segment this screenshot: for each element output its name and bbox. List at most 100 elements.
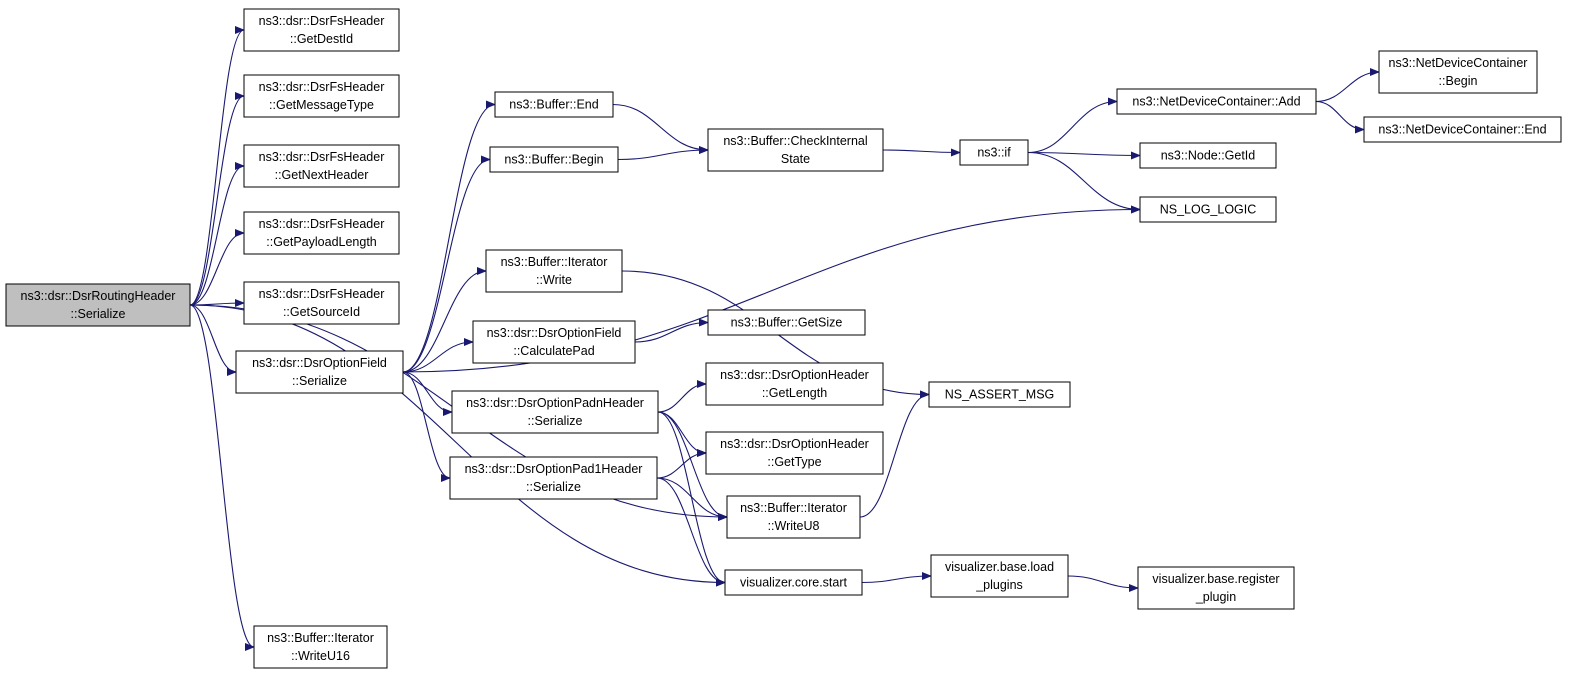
node-getpayloadlength[interactable]: ns3::dsr::DsrFsHeader::GetPayloadLength <box>243 211 400 255</box>
node-label: ns3::dsr::DsrOptionField <box>252 356 387 370</box>
node-label: ns3::Node::GetId <box>1161 149 1256 163</box>
node-box <box>243 144 400 188</box>
edge-optserialize-to-bufbegin <box>402 155 491 373</box>
node-getdestid[interactable]: ns3::dsr::DsrFsHeader::GetDestId <box>243 8 400 52</box>
edge-ndcadd-to-ndcend <box>1315 100 1365 134</box>
call-edges <box>189 26 1380 651</box>
node-calcpad[interactable]: ns3::dsr::DsrOptionField::CalculatePad <box>472 320 636 364</box>
node-box <box>1137 566 1295 610</box>
node-label: ns3::dsr::DsrOptionPad1Header <box>465 462 643 476</box>
node-label: ns3::Buffer::Iterator <box>501 255 608 269</box>
node-label: ::Serialize <box>292 374 347 388</box>
node-getsourceid[interactable]: ns3::dsr::DsrFsHeader::GetSourceId <box>243 281 400 325</box>
edge-pad1ser-to-gettype <box>656 449 707 479</box>
node-label: ::WriteU16 <box>291 649 350 663</box>
edge-bufbegin-to-checkint <box>617 146 709 161</box>
edge-root-to-writeu16 <box>189 304 255 651</box>
edge-padnser-to-writeu8 <box>657 411 728 521</box>
node-ndcend[interactable]: ns3::NetDeviceContainer::End <box>1363 116 1562 143</box>
node-label: ::GetSourceId <box>283 305 360 319</box>
node-box <box>494 91 614 118</box>
edge-root-to-getnextheader <box>189 162 245 306</box>
node-label: ::GetType <box>767 455 821 469</box>
node-box <box>489 146 619 173</box>
node-bufbegin[interactable]: ns3::Buffer::Begin <box>489 146 619 173</box>
edge-optserialize-to-padnser <box>402 371 453 416</box>
node-gettype[interactable]: ns3::dsr::DsrOptionHeader::GetType <box>705 431 884 475</box>
node-box <box>235 350 404 394</box>
node-label: ns3::dsr::DsrOptionField <box>487 326 622 340</box>
edge-optserialize-to-calcpad <box>402 338 474 373</box>
node-label: ns3::dsr::DsrRoutingHeader <box>21 289 176 303</box>
node-getsize[interactable]: ns3::Buffer::GetSize <box>707 309 866 336</box>
edge-pad1ser-to-writeu8 <box>656 477 728 521</box>
node-label: NS_LOG_LOGIC <box>1160 203 1257 217</box>
node-label: _plugins <box>975 578 1023 592</box>
function-nodes: ns3::dsr::DsrRoutingHeader::Serializens3… <box>5 8 1562 669</box>
edge-checkint-to-nsif <box>882 148 961 157</box>
node-nsassert[interactable]: NS_ASSERT_MSG <box>928 381 1071 408</box>
node-label: ns3::dsr::DsrFsHeader <box>259 287 385 301</box>
node-box <box>1139 142 1277 169</box>
node-box <box>707 128 884 172</box>
node-label: ns3::NetDeviceContainer::End <box>1378 123 1546 137</box>
node-itwrite[interactable]: ns3::Buffer::Iterator::Write <box>485 249 623 293</box>
node-getnextheader[interactable]: ns3::dsr::DsrFsHeader::GetNextHeader <box>243 144 400 188</box>
node-nslog[interactable]: NS_LOG_LOGIC <box>1139 196 1277 223</box>
node-label: ::GetNextHeader <box>275 168 369 182</box>
node-label: ns3::NetDeviceContainer::Add <box>1132 95 1300 109</box>
node-label: ::Serialize <box>71 307 126 321</box>
edge-optserialize-to-itwrite <box>402 267 487 373</box>
node-box <box>243 281 400 325</box>
node-box <box>253 625 388 669</box>
node-nodegetid[interactable]: ns3::Node::GetId <box>1139 142 1277 169</box>
edge-loadplugins-to-regplugin <box>1067 575 1139 592</box>
node-getlength[interactable]: ns3::dsr::DsrOptionHeader::GetLength <box>705 362 884 406</box>
node-padnser[interactable]: ns3::dsr::DsrOptionPadnHeader::Serialize <box>451 390 659 434</box>
node-label: ns3::dsr::DsrOptionHeader <box>720 368 869 382</box>
node-label: ns3::Buffer::End <box>509 98 598 112</box>
node-box <box>1139 196 1277 223</box>
node-bufend[interactable]: ns3::Buffer::End <box>494 91 614 118</box>
edge-bufend-to-checkint <box>612 103 709 154</box>
node-label: NS_ASSERT_MSG <box>945 388 1055 402</box>
node-label: visualizer.base.load <box>945 560 1054 574</box>
node-box <box>1116 88 1317 115</box>
node-box <box>1378 50 1538 94</box>
node-writeu16[interactable]: ns3::Buffer::Iterator::WriteU16 <box>253 625 388 669</box>
node-label: ns3::Buffer::Begin <box>504 153 603 167</box>
node-label: _plugin <box>1195 590 1236 604</box>
node-box <box>5 283 191 327</box>
node-box <box>449 456 658 500</box>
node-label: ::GetDestId <box>290 32 353 46</box>
node-label: ns3::dsr::DsrFsHeader <box>259 14 385 28</box>
node-ndcadd[interactable]: ns3::NetDeviceContainer::Add <box>1116 88 1317 115</box>
node-label: ::WriteU8 <box>768 519 820 533</box>
node-label: ns3::if <box>977 146 1011 160</box>
node-label: ns3::dsr::DsrOptionPadnHeader <box>466 396 644 410</box>
edge-root-to-getpayloadlength <box>189 229 245 306</box>
node-optserialize[interactable]: ns3::dsr::DsrOptionField::Serialize <box>235 350 404 394</box>
node-nsif[interactable]: ns3::if <box>959 139 1029 166</box>
node-root[interactable]: ns3::dsr::DsrRoutingHeader::Serialize <box>5 283 191 327</box>
node-label: visualizer.core.start <box>740 576 848 590</box>
node-label: ns3::Buffer::Iterator <box>740 501 847 515</box>
node-ndcbegin[interactable]: ns3::NetDeviceContainer::Begin <box>1378 50 1538 94</box>
node-label: ::Serialize <box>526 480 581 494</box>
node-getmessagetype[interactable]: ns3::dsr::DsrFsHeader::GetMessageType <box>243 74 400 118</box>
node-loadplugins[interactable]: visualizer.base.load _plugins <box>930 554 1069 598</box>
node-box <box>707 309 866 336</box>
node-pad1ser[interactable]: ns3::dsr::DsrOptionPad1Header::Serialize <box>449 456 658 500</box>
node-label: ns3::dsr::DsrOptionHeader <box>720 437 869 451</box>
node-box <box>724 569 863 596</box>
node-box <box>726 495 861 539</box>
node-writeu8[interactable]: ns3::Buffer::Iterator::WriteU8 <box>726 495 861 539</box>
node-label: ns3::dsr::DsrFsHeader <box>259 150 385 164</box>
node-box <box>485 249 623 293</box>
node-box <box>959 139 1029 166</box>
node-vcstart[interactable]: visualizer.core.start <box>724 569 863 596</box>
node-label: ::GetLength <box>762 386 827 400</box>
node-box <box>243 8 400 52</box>
node-regplugin[interactable]: visualizer.base.register_plugin <box>1137 566 1295 610</box>
